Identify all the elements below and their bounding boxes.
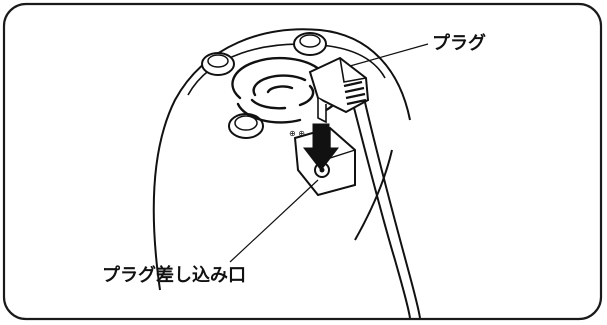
insert-arrow xyxy=(302,123,340,171)
rubber-foot-bottom xyxy=(228,113,264,139)
power-cable xyxy=(351,97,421,319)
socket-leader-line xyxy=(229,179,319,263)
plug xyxy=(308,56,370,124)
vent-rings xyxy=(231,56,341,124)
rubber-foot-top-left xyxy=(201,52,235,76)
plug-socket-label: プラグ差し込み口 xyxy=(102,265,246,286)
svg-text:⊕ ⊕: ⊕ ⊕ xyxy=(289,129,305,138)
device-body xyxy=(152,28,411,291)
plug-leader-line xyxy=(349,43,429,67)
rubber-foot-top-right xyxy=(293,32,327,56)
plug-label: プラグ xyxy=(432,33,486,54)
